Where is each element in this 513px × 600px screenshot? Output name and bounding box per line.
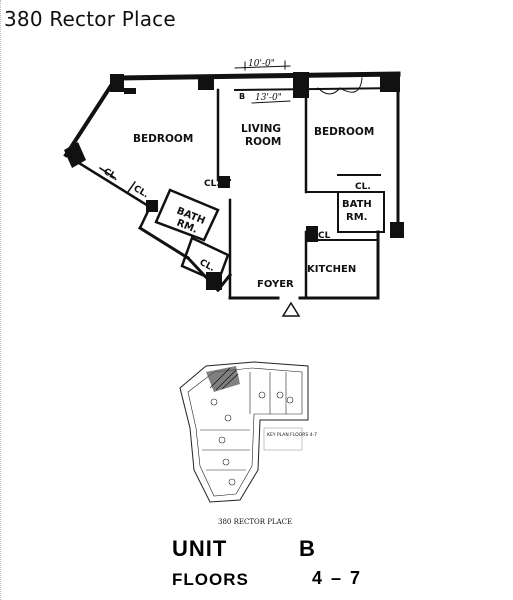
wall-columns (64, 72, 404, 290)
b-mark: B (239, 92, 245, 101)
key-plan-note: KEY PLAN FLOORS 4-7 (267, 432, 317, 438)
label-foyer: FOYER (257, 279, 294, 290)
label-bath-right-1: BATH (342, 199, 372, 210)
key-plan-note-box (263, 427, 303, 451)
label-bedroom-right: BEDROOM (314, 126, 374, 138)
label-closet-a: CL. (102, 167, 121, 184)
dimension-living: 13'-0" (255, 93, 282, 103)
label-closet-e: CL. (355, 182, 371, 192)
label-kitchen: KITCHEN (307, 264, 356, 275)
dimension-top: 10'-0" (248, 59, 275, 69)
entry-marker-icon (281, 301, 301, 317)
label-closet-c: CL. (204, 179, 220, 189)
key-plan (179, 361, 309, 503)
label-living-2: ROOM (245, 136, 281, 148)
key-plan-caption: 380 RECTOR PLACE (218, 518, 292, 526)
key-plan-highlight-hatch (209, 367, 239, 391)
label-closet-d: CL (318, 231, 331, 241)
floors-value: 4 – 7 (312, 568, 363, 588)
unit-label: UNIT (172, 536, 228, 561)
key-plan-highlight (206, 366, 240, 392)
address-title: 380 Rector Place (4, 7, 176, 31)
label-bath-right-2: RM. (346, 212, 367, 223)
floors-label: FLOORS (172, 570, 249, 589)
page-edge (0, 0, 1, 600)
unit-value: B (299, 536, 315, 561)
label-bedroom-left: BEDROOM (133, 133, 193, 145)
label-living-1: LIVING (241, 123, 281, 135)
